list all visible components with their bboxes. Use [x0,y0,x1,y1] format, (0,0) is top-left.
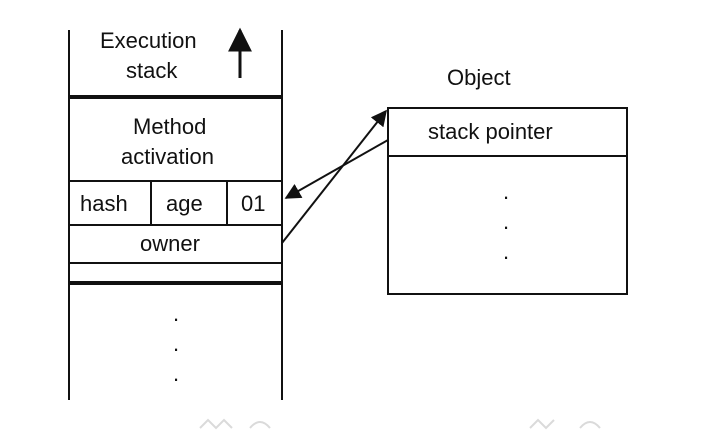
owner-to-object-arrow [281,109,387,244]
stack-heading-line2: stack [126,58,178,83]
stack-heading-line1: Execution [100,28,197,53]
stack-pointer-label: stack pointer [428,119,553,144]
object-title: Object [447,65,511,90]
stack-pointer-to-header-arrow [284,139,389,199]
object-ellipsis-dot-1: . [503,179,510,204]
method-label-line1: Method [133,114,207,139]
lock-bits-cell: 01 [241,191,266,216]
age-cell: age [166,191,203,216]
stack-ellipsis-dot-3: . [173,361,180,386]
object-ellipsis-dot-2: . [503,209,510,234]
watermark-strokes [199,418,601,430]
execution-stack [68,30,283,400]
stack-ellipsis-dot-1: . [173,301,180,326]
stack-ellipsis-dot-2: . [173,331,180,356]
hash-cell: hash [80,191,128,216]
owner-label: owner [140,231,200,256]
object-box [387,107,628,295]
method-label-line2: activation [121,144,214,169]
object-ellipsis-dot-3: . [503,239,510,264]
